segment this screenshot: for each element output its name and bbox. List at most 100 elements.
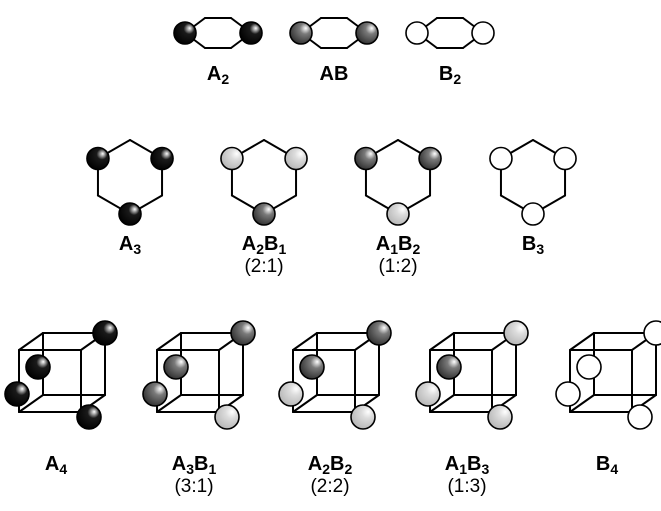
- bond-line: [18, 332, 44, 351]
- diatomic-unit: [173, 17, 263, 49]
- white-sphere: [627, 404, 653, 430]
- cube-unit: [278, 320, 392, 430]
- formula-symbol: A: [171, 453, 187, 475]
- white-sphere: [576, 354, 602, 380]
- grey-sphere: [163, 354, 189, 380]
- formula: A1B3: [445, 452, 490, 476]
- species-label: B3: [522, 232, 544, 256]
- formula: A3B1: [172, 452, 217, 476]
- formula-symbol: B: [595, 453, 611, 475]
- species-label: A2B1(2:1): [242, 232, 287, 278]
- bond-line: [292, 332, 318, 351]
- black-sphere: [86, 146, 110, 171]
- formula-subscript: 4: [59, 461, 68, 477]
- light-sphere: [503, 320, 529, 346]
- grey-sphere: [252, 202, 276, 226]
- formula-symbol: B: [264, 233, 279, 255]
- formula-symbol: B: [398, 233, 413, 255]
- black-sphere: [173, 21, 197, 45]
- formula-subscript: 3: [186, 461, 194, 477]
- formula: A3: [119, 232, 141, 256]
- black-sphere: [92, 320, 118, 346]
- grey-sphere: [436, 354, 462, 380]
- light-sphere: [278, 381, 304, 407]
- formula-symbol: B: [521, 233, 537, 255]
- formula-symbol: AB: [319, 63, 349, 85]
- grey-sphere: [142, 381, 168, 407]
- species-label: B2: [439, 62, 461, 86]
- formula-subscript: 1: [459, 461, 467, 477]
- diatomic-unit: [289, 17, 379, 49]
- black-sphere: [239, 21, 263, 45]
- white-sphere: [471, 21, 495, 45]
- formula-symbol: B: [467, 453, 482, 475]
- formula-subscript: 3: [536, 241, 545, 257]
- light-sphere: [487, 404, 513, 430]
- formula: A2: [207, 62, 229, 86]
- species-label: A4: [45, 452, 67, 476]
- species-label: A2B2(2:2): [308, 452, 353, 498]
- light-sphere: [415, 381, 441, 407]
- cube-unit: [4, 320, 118, 430]
- black-sphere: [150, 146, 174, 171]
- white-sphere: [555, 381, 581, 407]
- formula: B2: [439, 62, 461, 86]
- light-sphere: [350, 404, 376, 430]
- formula: A1B2: [376, 232, 421, 256]
- species-label: A1B3(1:3): [445, 452, 490, 498]
- light-sphere: [220, 146, 244, 171]
- hexagon-unit: [86, 139, 174, 226]
- hexagon-unit: [220, 139, 308, 226]
- light-sphere: [284, 146, 308, 171]
- grey-sphere: [354, 146, 378, 171]
- formula-symbol: A: [444, 453, 460, 475]
- bond-line: [429, 394, 455, 413]
- bond-line: [429, 332, 455, 351]
- formula-subscript: 2: [221, 71, 230, 87]
- formula-subscript: 1: [208, 461, 217, 477]
- species-label: A1B2(1:2): [376, 232, 421, 278]
- hexagon-unit: [354, 139, 442, 226]
- formula-symbol: A: [307, 453, 323, 475]
- formula-subscript: 1: [278, 241, 287, 257]
- species-label: A3B1(3:1): [172, 452, 217, 498]
- ratio-label: (3:1): [174, 476, 214, 497]
- formula-subscript: 4: [610, 461, 619, 477]
- species-label: A2: [207, 62, 229, 86]
- ratio-label: (2:2): [310, 476, 350, 497]
- formula: B3: [522, 232, 544, 256]
- formula-subscript: 2: [256, 241, 264, 257]
- ratio-label: (2:1): [244, 256, 284, 277]
- formula-symbol: A: [206, 63, 222, 85]
- bond-line: [156, 394, 182, 413]
- cube-unit: [415, 320, 529, 430]
- formula-symbol: A: [118, 233, 134, 255]
- formula: A4: [45, 452, 67, 476]
- white-sphere: [521, 202, 545, 226]
- white-sphere: [553, 146, 577, 171]
- species-label: AB: [320, 62, 349, 86]
- formula: B4: [596, 452, 618, 476]
- bond-line: [569, 394, 595, 413]
- cube-unit: [555, 320, 661, 430]
- formula-subscript: 2: [453, 71, 462, 87]
- black-sphere: [4, 381, 30, 407]
- black-sphere: [118, 202, 142, 226]
- formula-subscript: 1: [390, 241, 398, 257]
- formula-subscript: 3: [481, 461, 490, 477]
- white-sphere: [405, 21, 429, 45]
- species-label: A3: [119, 232, 141, 256]
- light-sphere: [214, 404, 240, 430]
- species-label: B4: [596, 452, 618, 476]
- bond-line: [18, 394, 44, 413]
- grey-sphere: [299, 354, 325, 380]
- formula-symbol: B: [438, 63, 454, 85]
- formula: A2B1: [242, 232, 287, 256]
- formula-symbol: B: [194, 453, 209, 475]
- cube-unit: [142, 320, 256, 430]
- formula-subscript: 2: [344, 461, 353, 477]
- formula: AB: [320, 62, 349, 86]
- grey-sphere: [289, 21, 313, 45]
- ratio-label: (1:2): [378, 256, 418, 277]
